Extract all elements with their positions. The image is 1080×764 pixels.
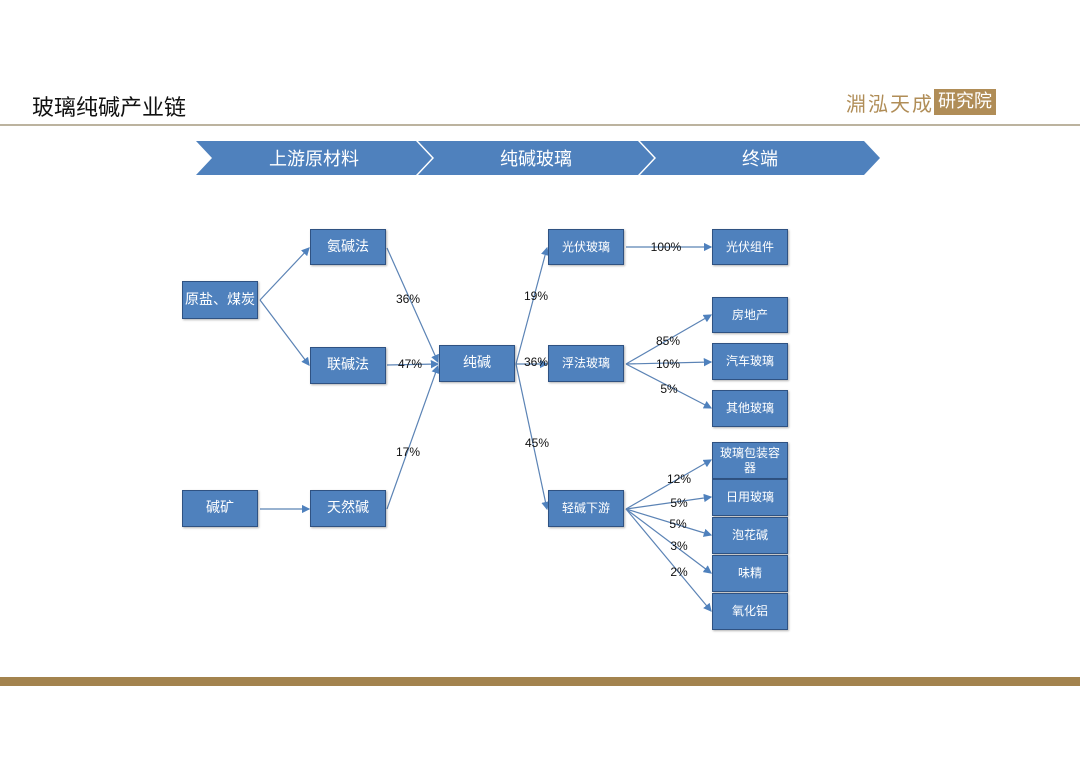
node-msg: 味精 [712,555,788,592]
footer-band [0,677,1080,686]
node-pv-module: 光伏组件 [712,229,788,265]
node-auto-glass: 汽车玻璃 [712,343,788,380]
node-alumina: 氧化铝 [712,593,788,630]
pct-label: 47% [397,357,423,371]
logo-badge: 研究院 [934,89,996,115]
pct-label: 12% [666,472,692,486]
node-trona-ore: 碱矿 [182,490,258,527]
header-divider [0,124,1080,126]
node-glass-container: 玻璃包装容器 [712,442,788,479]
pct-label: 19% [523,289,549,303]
node-real-estate: 房地产 [712,297,788,333]
node-sodium-silicate: 泡花碱 [712,517,788,554]
node-daily-glass: 日用玻璃 [712,479,788,516]
node-soda-ash: 纯碱 [439,345,515,382]
node-light-soda: 轻碱下游 [548,490,624,527]
pct-label: 36% [395,292,421,306]
pct-label: 5% [669,517,687,531]
pct-label: 5% [670,496,688,510]
pct-label: 100% [650,240,682,254]
stage-upstream: 上游原材料 [196,141,432,175]
pct-label: 5% [660,382,678,396]
pct-label: 10% [655,357,681,371]
logo-text: 淵泓天成 [846,91,934,116]
pct-label: 2% [670,565,688,579]
node-pv-glass: 光伏玻璃 [548,229,624,265]
pct-label: 3% [670,539,688,553]
stage-soda-glass: 纯碱玻璃 [418,141,654,175]
node-joint-soda: 联碱法 [310,347,386,384]
node-natural-soda: 天然碱 [310,490,386,527]
pct-label: 85% [655,334,681,348]
stage-terminal: 终端 [640,141,880,175]
pct-label: 45% [524,436,550,450]
page-title: 玻璃纯碱产业链 [32,96,187,121]
pct-label: 36% [523,355,549,369]
node-ammonia-soda: 氨碱法 [310,229,386,265]
node-other-glass: 其他玻璃 [712,390,788,427]
logo: 淵泓天成 研究院 [846,89,996,116]
node-float-glass: 浮法玻璃 [548,345,624,382]
node-salt-coal: 原盐、煤炭 [182,281,258,319]
pct-label: 17% [395,445,421,459]
